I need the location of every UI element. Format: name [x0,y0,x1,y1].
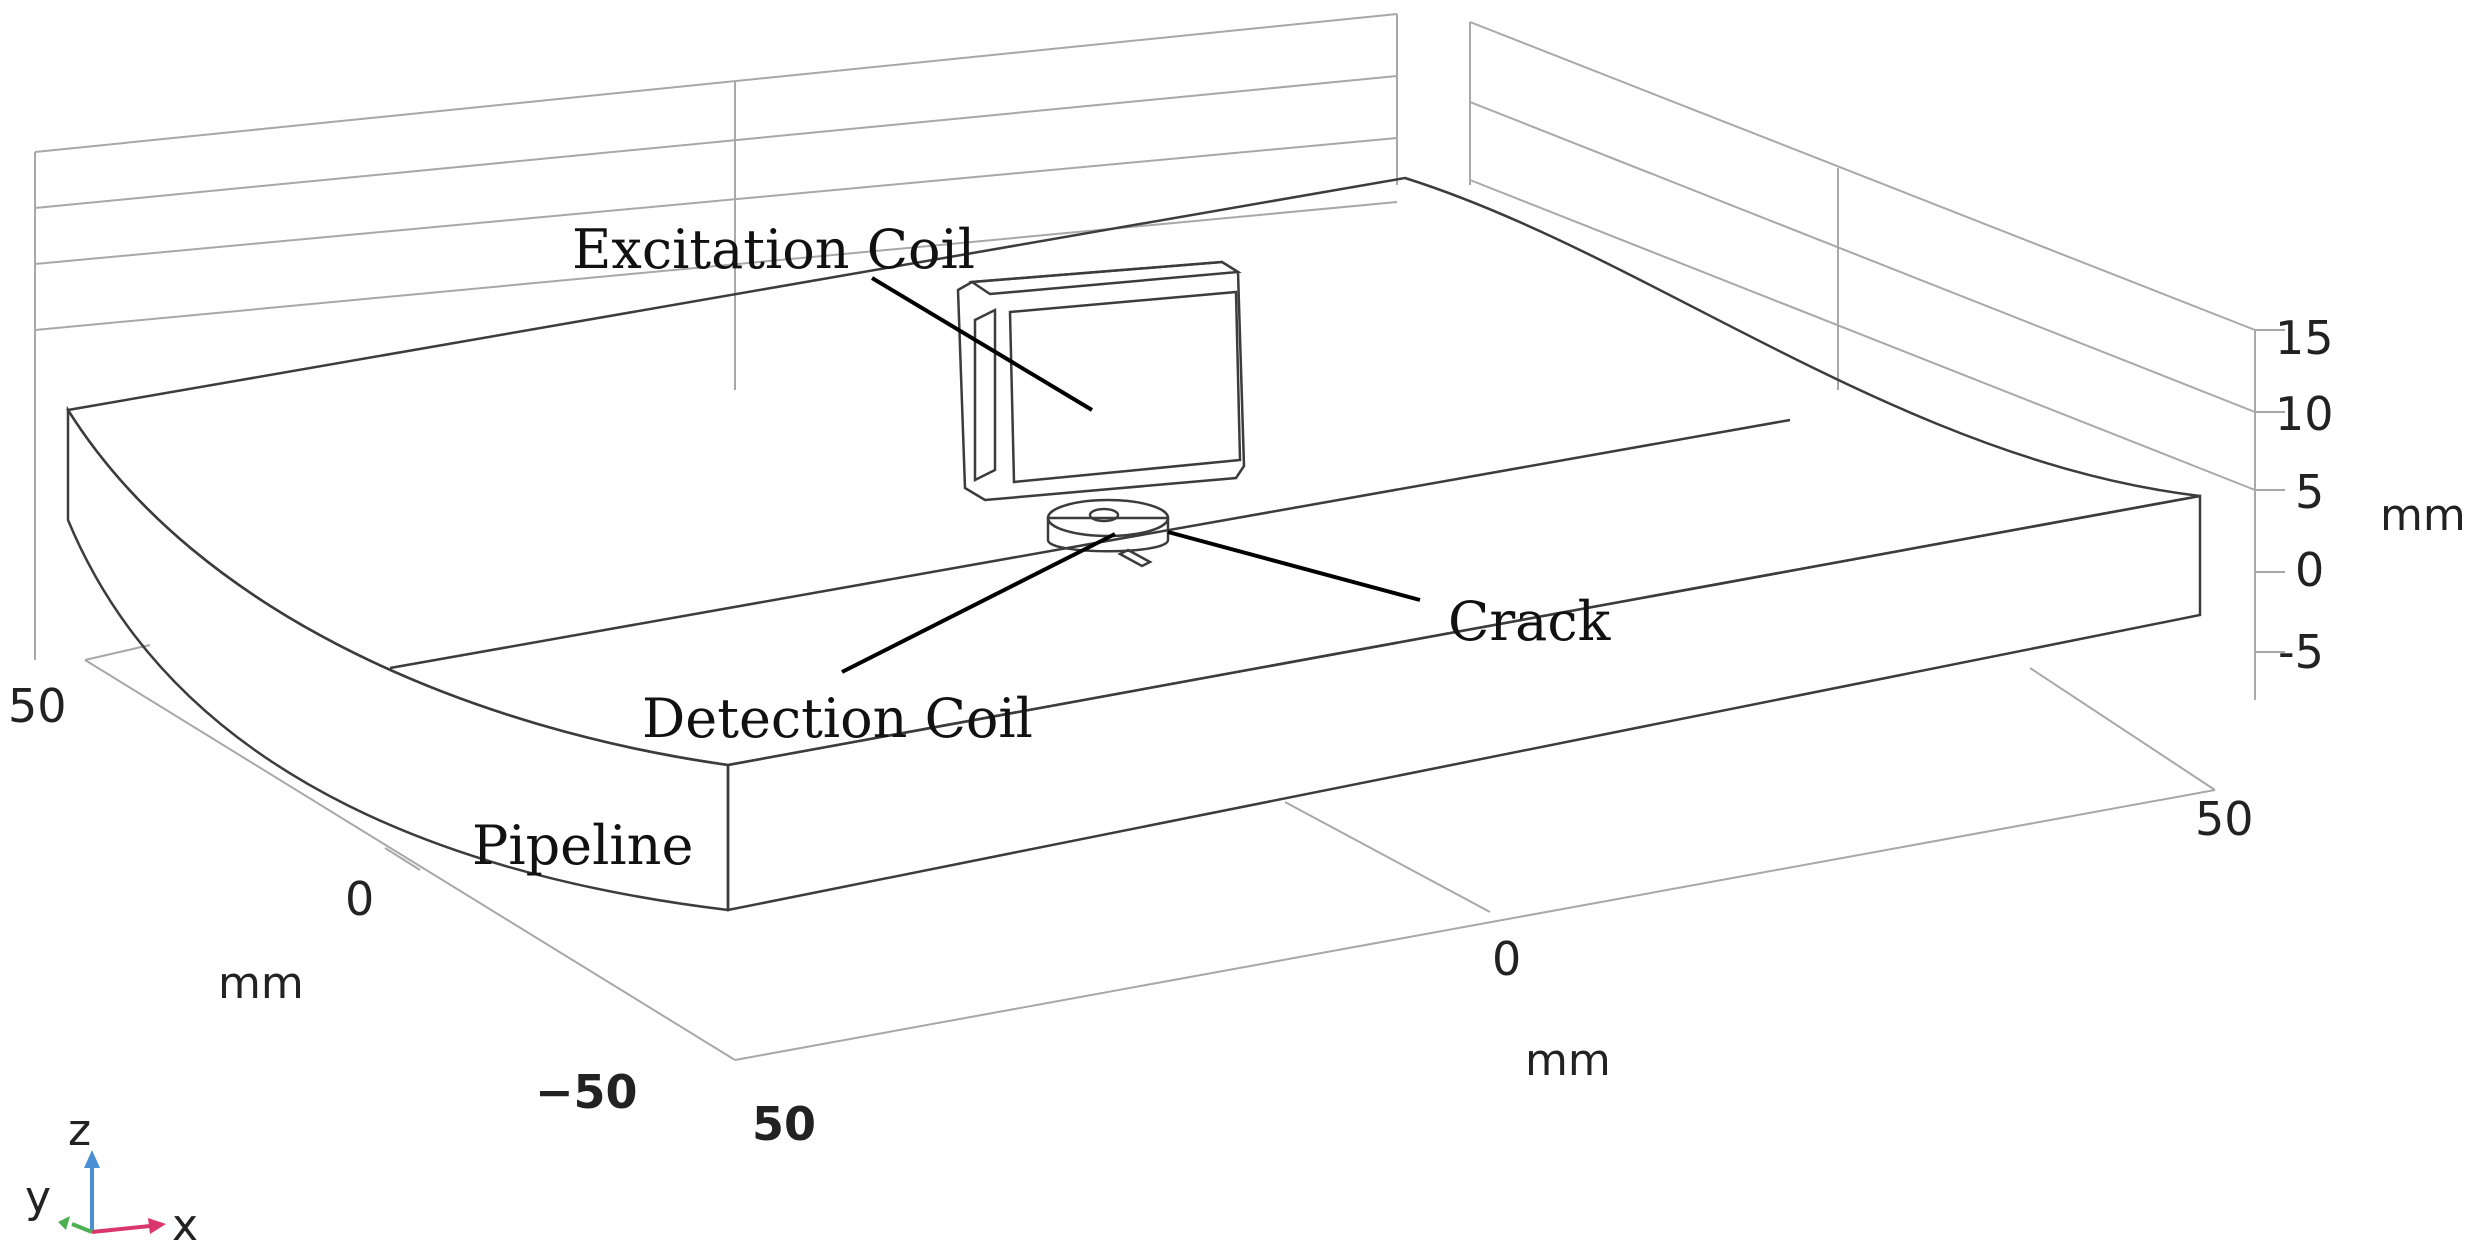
back-left-grid [34,13,1398,660]
z-axis-unit: mm [2380,490,2466,541]
excitation-coil [956,260,1246,502]
y-tick-label: 50 [8,679,67,733]
excitation-coil-leader [870,276,1094,412]
triad-x-arrow [148,1218,166,1234]
pipeline-label: Pipeline [472,814,693,877]
triad-x-axis [91,1224,151,1234]
z-axis-ticks [2255,329,2285,653]
back-right-grid [1469,21,2256,700]
y-axis-labels: 50 0 mm −50 [8,679,638,1119]
crack [1117,548,1153,568]
triad-z-arrow [84,1150,100,1168]
z-tick-label: 5 [2295,465,2324,519]
x-tick-label: 0 [1492,932,1521,986]
triad-z-label: z [68,1105,91,1156]
detection-coil [1046,498,1170,553]
excitation-coil-front-face [1008,290,1242,484]
detection-coil-leader [841,532,1116,674]
z-tick-label: -5 [2278,625,2324,679]
z-axis-labels: 15 10 5 0 -5 mm [2275,311,2466,679]
pipeline-block [65,176,2202,912]
z-tick-label: 10 [2275,387,2334,441]
excitation-coil-top-face [968,260,1242,296]
orientation-triad: z x y [25,1105,198,1251]
triad-x-label: x [172,1200,198,1251]
y-axis-unit: mm [218,958,304,1009]
leader-lines [841,276,1421,674]
z-tick-label: 15 [2275,311,2334,365]
x-corner-tick-label: 50 [752,1097,816,1151]
y-tick-label: −50 [535,1065,638,1119]
pipeline-top-surface [65,176,2201,767]
crack-leader [1167,530,1421,602]
y-tick-label: 0 [345,872,374,926]
excitation-coil-inner [973,307,997,483]
pipeline-seam [389,418,1791,670]
x-axis-labels: 50 0 mm 50 [752,792,2254,1151]
crack-label: Crack [1448,590,1612,653]
triad-y-label: y [25,1172,51,1223]
excitation-coil-label: Excitation Coil [572,218,975,281]
z-tick-label: 0 [2295,543,2324,597]
detection-coil-hole [1088,507,1120,523]
floor-grid [84,644,2216,1061]
detection-coil-body [1046,516,1170,553]
x-tick-label: 50 [2195,792,2254,846]
x-axis-unit: mm [1525,1035,1611,1086]
triad-y-arrow [58,1216,70,1230]
detection-coil-label: Detection Coil [642,687,1033,750]
triad-y-axis [71,1222,93,1234]
